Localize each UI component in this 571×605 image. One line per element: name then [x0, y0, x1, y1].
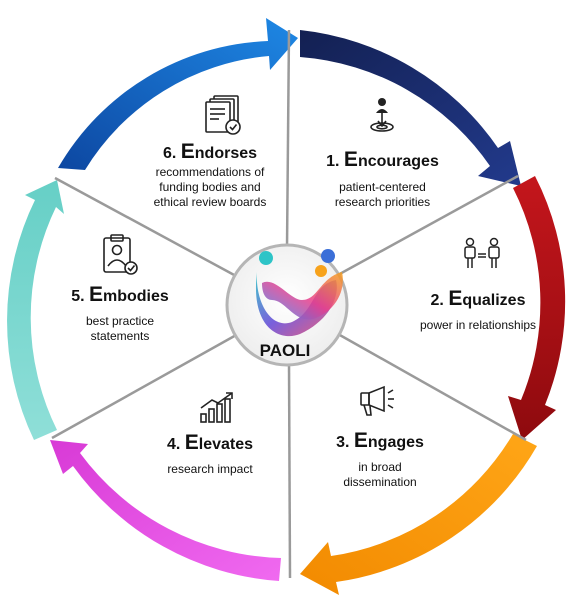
- segment-3-desc-line: in broad: [358, 460, 402, 474]
- clipboard-person-icon: [103, 234, 138, 275]
- segment-5-number: 5.: [71, 288, 85, 305]
- certified-documents-icon: [205, 95, 241, 135]
- arrow-segment-5: [7, 180, 64, 440]
- segment-3-title: 3. Engages: [305, 429, 455, 452]
- arrow-segment-6: [58, 18, 298, 170]
- segment-4-desc-line: research impact: [167, 462, 253, 476]
- growth-chart-icon: [200, 392, 233, 423]
- segment-1-title: 1. Encourages: [300, 148, 465, 171]
- segment-5-desc-line: best practice: [85, 314, 155, 328]
- segment-3-description: in broad dissemination: [305, 460, 455, 490]
- two-people-icon: [464, 237, 500, 268]
- segment-2-title: 2. Equalizes: [398, 287, 558, 310]
- segment-6-number: 6.: [162, 145, 177, 162]
- segment-6-desc-line: funding bodies and: [159, 180, 261, 194]
- segment-3-initial: E: [353, 429, 368, 452]
- arrow-ring: [7, 18, 566, 595]
- segment-2-initial: E: [448, 287, 463, 310]
- center-title: PAOLI: [259, 341, 311, 360]
- segment-1-label: 1. Encourages patient-centered research …: [300, 148, 465, 210]
- arrow-segment-3: [300, 434, 537, 595]
- segment-6-description: recommendations of funding bodies and et…: [130, 165, 290, 210]
- segment-4-label: 4. Elevates research impact: [135, 431, 285, 477]
- target-person-icon: [370, 98, 394, 132]
- segment-1-description: patient-centered research priorities: [300, 180, 465, 210]
- segment-2-description: power in relationships: [398, 318, 558, 333]
- segment-3-label: 3. Engages in broad dissemination: [305, 429, 455, 490]
- segment-6-initial: E: [180, 140, 195, 163]
- arrow-segment-2: [508, 176, 566, 440]
- segment-1-desc-line: patient-centered: [339, 180, 426, 194]
- segment-3-word: ngages: [367, 434, 424, 451]
- segment-2-word: qualizes: [462, 292, 526, 309]
- megaphone-icon: [360, 385, 394, 416]
- arrow-segment-4: [50, 440, 281, 581]
- segment-3-desc-line: dissemination: [343, 475, 417, 489]
- arrow-segment-1: [300, 30, 521, 186]
- segment-4-word: levates: [198, 436, 254, 453]
- segment-3-number: 3.: [336, 434, 350, 451]
- segment-2-label: 2. Equalizes power in relationships: [398, 287, 558, 333]
- segment-4-description: research impact: [135, 462, 285, 477]
- segment-5-label: 5. Embodies best practice statements: [50, 283, 190, 344]
- segment-4-title: 4. Elevates: [135, 431, 285, 454]
- divider-spokes: [51, 29, 527, 579]
- segment-1-number: 1.: [326, 153, 340, 170]
- segment-5-description: best practice statements: [50, 314, 190, 344]
- segment-1-desc-line: research priorities: [334, 195, 431, 209]
- segment-5-title: 5. Embodies: [50, 283, 190, 306]
- segment-4-initial: E: [184, 431, 199, 454]
- segment-6-label: 6. Endorses recommendations of funding b…: [130, 140, 290, 210]
- segment-1-word: ncourages: [357, 153, 439, 170]
- segment-5-word: mbodies: [103, 288, 169, 305]
- segment-2-number: 2.: [430, 292, 444, 309]
- segment-6-desc-line: recommendations of: [155, 165, 265, 179]
- segment-6-desc-line: ethical review boards: [153, 195, 267, 209]
- paoli-logo: [255, 249, 343, 337]
- segment-1-initial: E: [343, 148, 358, 171]
- segment-6-title: 6. Endorses: [130, 140, 290, 163]
- segment-4-number: 4.: [166, 436, 181, 453]
- segment-5-desc-line: statements: [90, 329, 150, 343]
- segment-5-initial: E: [88, 283, 103, 306]
- segment-6-word: ndorses: [194, 145, 258, 162]
- segment-2-desc-line: power in relationships: [419, 318, 537, 332]
